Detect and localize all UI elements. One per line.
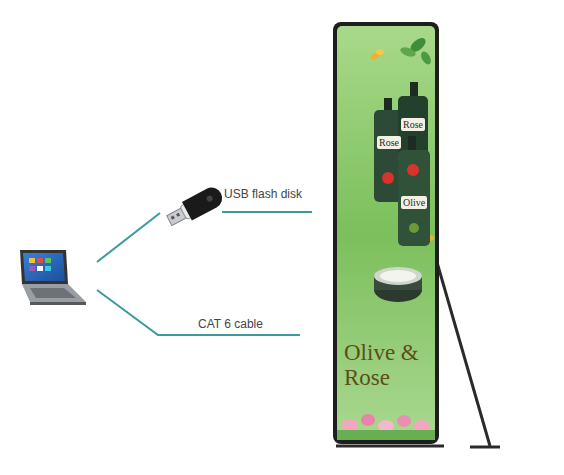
cable-label: CAT 6 cable [198,318,263,331]
laptop-icon [20,250,86,305]
bottle-label: Olive [401,196,427,209]
bottle-label: Rose [401,118,425,131]
brand-title: Olive & Rose [344,340,430,391]
usb-icon [164,184,226,230]
bottle-label: Rose [377,136,401,149]
led-poster-display [333,22,439,444]
wire [97,212,312,335]
device-label: USB flash disk [224,188,302,201]
